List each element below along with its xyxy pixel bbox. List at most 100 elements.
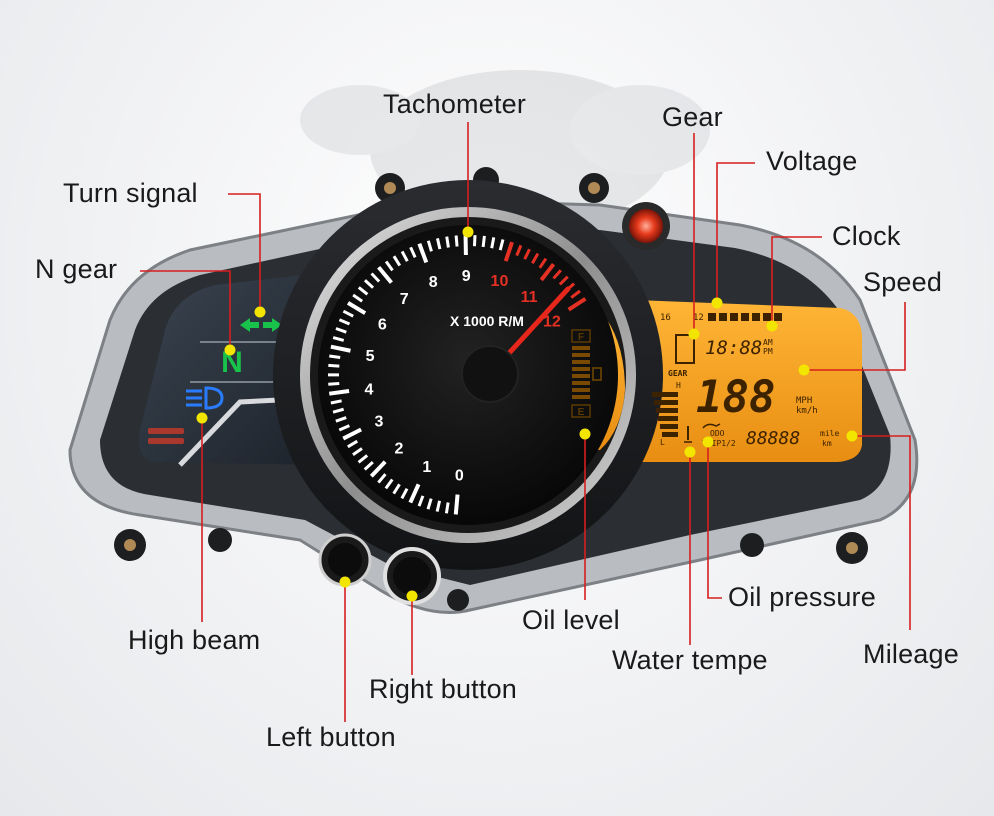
tach-number-6: 6 — [378, 316, 387, 333]
dot-voltage — [711, 297, 723, 309]
tach-minor-tick — [377, 473, 387, 484]
tach-minor-tick — [332, 407, 345, 414]
tach-minor-tick — [417, 495, 425, 507]
lcd-bar-label-left: 16 — [660, 313, 671, 323]
tach-major-tick — [342, 427, 362, 441]
tach-minor-tick — [523, 248, 531, 260]
tach-minor-tick — [338, 318, 351, 326]
fuel-bar-segment — [572, 374, 590, 378]
label-water-tempe: Water tempe — [612, 645, 768, 675]
tach-number-4: 4 — [364, 381, 373, 398]
tach-minor-tick — [384, 260, 394, 272]
dot-oil-level — [579, 428, 591, 440]
dot-high-beam — [196, 412, 208, 424]
tach-minor-tick — [558, 275, 569, 286]
tach-minor-tick — [400, 487, 409, 500]
water-temp-icon — [684, 426, 692, 443]
dot-gear — [688, 328, 700, 340]
tach-number-1: 1 — [422, 459, 431, 476]
lcd-pm: PM — [763, 347, 773, 356]
lcd-clock: 18:88 — [705, 337, 762, 359]
fuel-bar-segment — [572, 353, 590, 357]
tach-minor-tick — [435, 500, 442, 512]
tach-minor-tick — [552, 269, 562, 280]
tach-minor-tick — [357, 454, 369, 464]
tach-minor-tick — [490, 237, 496, 249]
left-button[interactable] — [318, 533, 372, 587]
needle-hub — [461, 345, 519, 403]
tach-major-tick — [369, 460, 387, 478]
leader-lines — [140, 122, 911, 722]
label-high-beam: High beam — [128, 625, 261, 655]
lcd-mile-label: mile — [820, 429, 839, 438]
tach-minor-tick — [342, 309, 354, 318]
tach-number-12: 12 — [543, 314, 561, 331]
tach-minor-tick — [515, 244, 523, 257]
tach-major-tick — [503, 241, 514, 262]
lcd-voltage-segment — [719, 313, 727, 321]
leader-speed — [804, 302, 906, 371]
tach-minor-tick — [392, 483, 401, 495]
tach-major-tick — [377, 265, 393, 284]
tach-minor-tick — [330, 399, 342, 405]
tach-minor-tick — [329, 354, 341, 359]
dot-tachometer — [462, 226, 474, 238]
tach-minor-tick — [338, 424, 350, 432]
tach-major-tick — [567, 297, 587, 312]
lcd-l-label: L — [660, 438, 665, 447]
tach-minor-tick — [363, 460, 374, 471]
dot-mileage — [846, 430, 858, 442]
label-gear: Gear — [662, 102, 723, 132]
label-mileage: Mileage — [863, 639, 959, 669]
tach-major-tick — [453, 494, 460, 515]
dot-turn-signal — [254, 306, 266, 318]
leader-mileage — [852, 435, 911, 630]
tach-minor-tick — [435, 238, 442, 250]
lcd-temp-segment — [660, 424, 678, 429]
lcd-odo-label: ODO — [710, 429, 725, 438]
tach-minor-tick — [328, 382, 340, 386]
lcd-voltage-segment — [708, 313, 716, 321]
dot-clock — [766, 320, 778, 332]
tach-minor-tick — [347, 439, 359, 449]
tach-minor-tick — [384, 478, 394, 490]
tach-unit: X 1000 R/M — [450, 313, 524, 329]
tach-minor-tick — [335, 327, 347, 334]
tach-minor-tick — [445, 236, 450, 248]
dot-oil-pressure — [702, 436, 714, 448]
lcd-speed: 188 — [696, 372, 775, 423]
leader-voltage — [716, 162, 755, 303]
fuel-empty-label: E — [578, 407, 585, 418]
lcd-voltage-segment — [752, 313, 760, 321]
lcd-contents: 16 12 GEAR 18:88 AM PM 188 MPH km/h H L … — [652, 313, 839, 449]
lcd-mph: MPH — [796, 396, 812, 406]
label-voltage: Voltage — [766, 146, 858, 176]
callout-dots — [196, 226, 858, 602]
leader-clock — [771, 236, 822, 326]
lcd-am: AM — [763, 338, 773, 347]
tach-minor-tick — [426, 240, 433, 252]
lcd-voltage-segment — [730, 313, 738, 321]
warning-icon — [148, 428, 184, 444]
fuel-bar-segment — [572, 360, 590, 364]
tach-minor-tick — [409, 246, 417, 258]
tach-minor-tick — [454, 235, 459, 247]
warning-lamp — [622, 202, 670, 250]
lcd-temp-segment — [652, 392, 678, 397]
tach-number-2: 2 — [395, 440, 404, 457]
label-right-button: Right button — [369, 674, 517, 704]
lcd-voltage-segment — [774, 313, 782, 321]
tach-minor-tick — [332, 336, 345, 342]
lcd-temp-segment — [656, 408, 678, 413]
lcd-mileage: 88888 — [746, 428, 800, 449]
leader-turn-signal — [228, 193, 261, 312]
label-oil-pressure: Oil pressure — [728, 582, 876, 612]
tach-tick-group — [327, 234, 587, 515]
fuel-pump-icon — [592, 367, 602, 381]
tach-minor-tick — [335, 416, 347, 423]
dot-left-button — [339, 576, 351, 588]
tach-number-5: 5 — [366, 348, 375, 365]
